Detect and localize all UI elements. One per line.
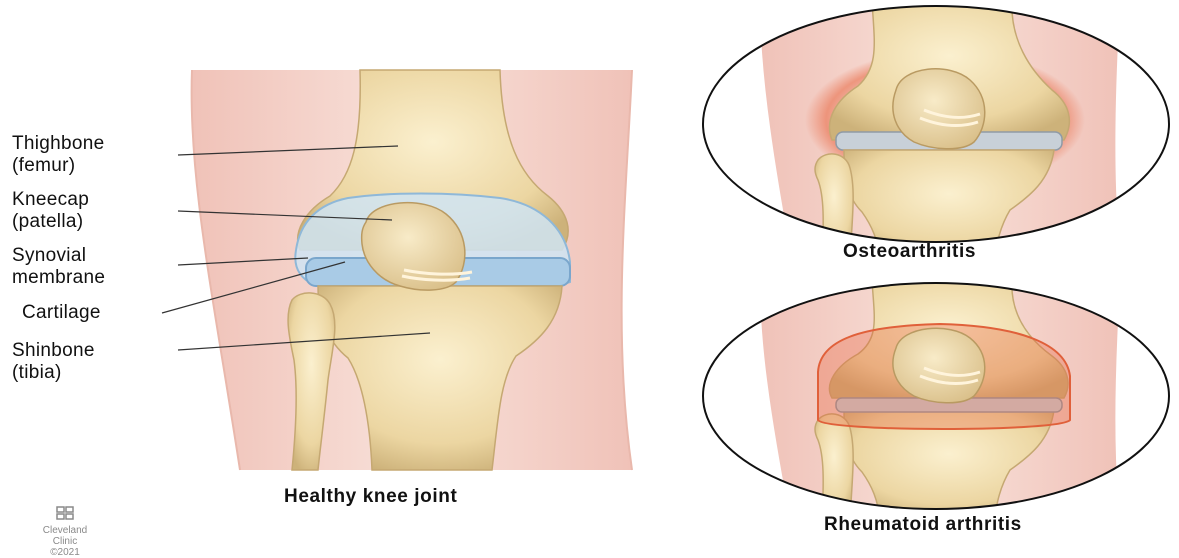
caption-healthy-knee-joint: Healthy knee joint [284, 486, 457, 508]
label-kneecap-line2: (patella) [12, 211, 89, 233]
logo-name-line1: Cleveland [30, 525, 100, 536]
label-thighbone: Thighbone (femur) [12, 133, 105, 177]
logo-copyright: ©2021 [30, 547, 100, 558]
label-cartilage: Cartilage [22, 302, 101, 324]
cleveland-clinic-logo: Cleveland Clinic ©2021 [30, 506, 100, 558]
label-kneecap: Kneecap (patella) [12, 189, 89, 233]
label-kneecap-line1: Kneecap [12, 189, 89, 211]
healthy-knee-illustration [162, 70, 632, 470]
logo-name-line2: Clinic [30, 536, 100, 547]
label-shinbone: Shinbone (tibia) [12, 340, 95, 384]
label-shinbone-line1: Shinbone [12, 340, 95, 362]
label-thighbone-line1: Thighbone [12, 133, 105, 155]
label-cartilage-line1: Cartilage [22, 302, 101, 324]
osteoarthritis-illustration [700, 0, 1179, 260]
label-shinbone-line2: (tibia) [12, 362, 95, 384]
caption-osteoarthritis: Osteoarthritis [843, 241, 976, 263]
rheumatoid-arthritis-illustration [700, 280, 1179, 520]
label-synovial-membrane: Synovial membrane [12, 245, 105, 289]
caption-rheumatoid-arthritis: Rheumatoid arthritis [824, 514, 1022, 536]
label-synovial-line1: Synovial [12, 245, 105, 267]
label-synovial-line2: membrane [12, 267, 105, 289]
label-thighbone-line2: (femur) [12, 155, 105, 177]
cleveland-clinic-logo-icon [56, 506, 74, 520]
